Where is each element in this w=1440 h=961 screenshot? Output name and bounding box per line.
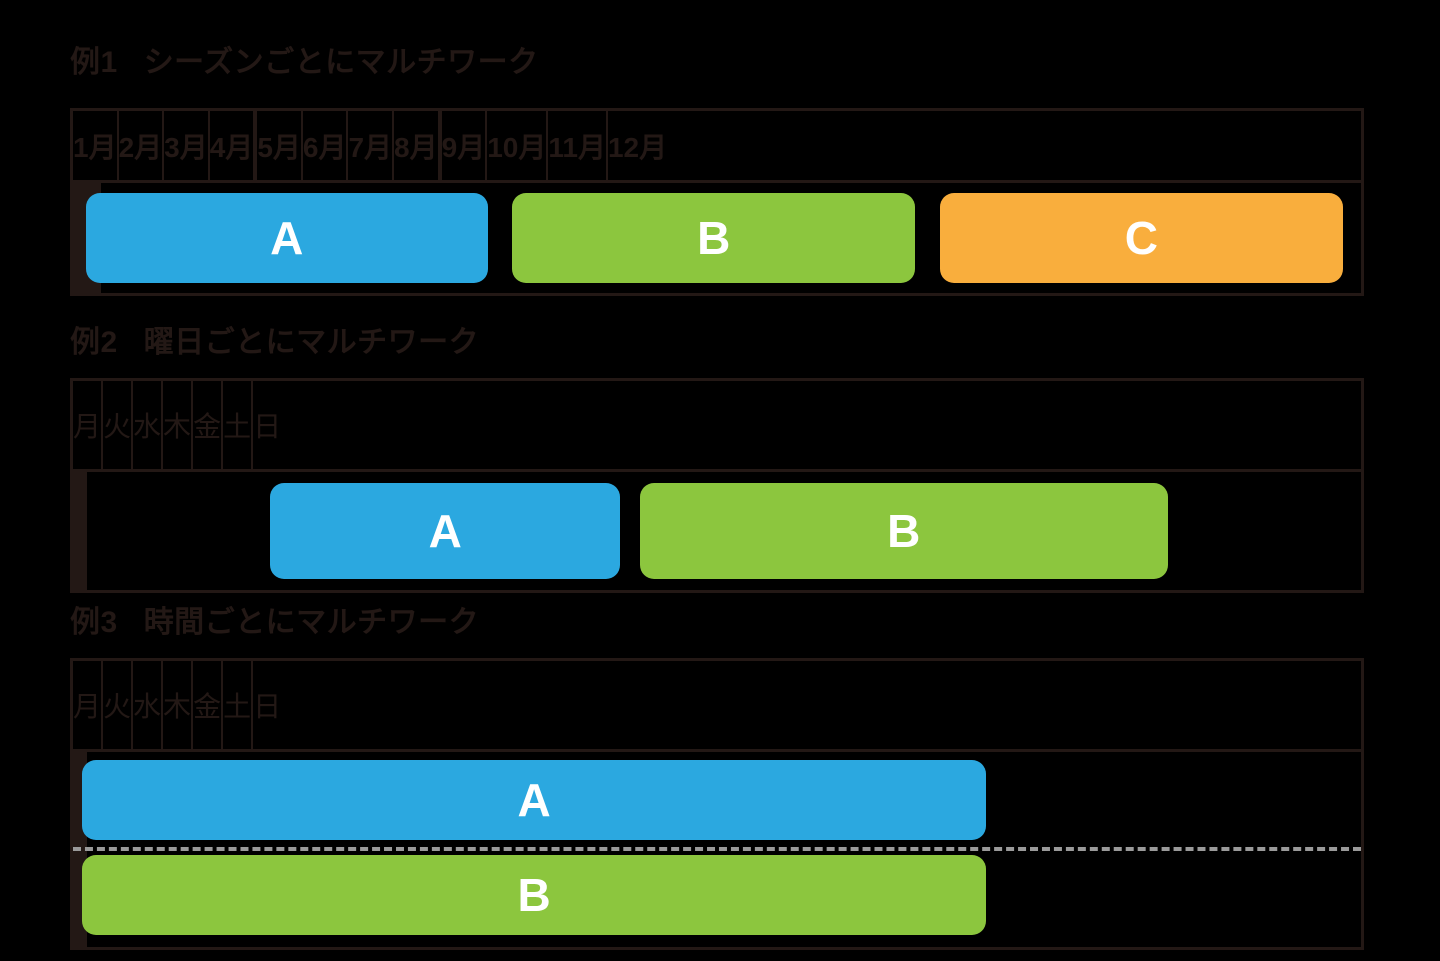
section-1-index: 例1 (70, 46, 118, 79)
header-cell-month-5: 5月 (257, 111, 303, 180)
header-cell-month-8: 8月 (394, 111, 442, 180)
header-cell-day-sun: 日 (253, 411, 282, 442)
time-split-dashed-divider (73, 847, 1361, 851)
section-3-title-text: 時間ごとにマルチワーク (143, 606, 480, 639)
hourly-table: 月 火 水 木 金 土 日 A B (70, 658, 1364, 950)
header-cell-month-6: 6月 (303, 111, 349, 180)
header-cell-month-1: 1月 (73, 111, 119, 180)
body-cell-day-sun (85, 472, 87, 590)
header-cell-day-fri: 金 (193, 381, 224, 469)
body-cell-day-tue (75, 472, 77, 590)
weekday-bars-layer: A B (73, 472, 1361, 590)
header-cell-hour-tue: 火 (103, 661, 134, 749)
section-3-title: 例3 時間ごとにマルチワーク (70, 608, 479, 638)
season-table: 1月 2月 3月 4月 5月 6月 7月 8月 9月 10月 11月 12月 (70, 108, 1364, 296)
body-cell-day-thu (79, 472, 81, 590)
season-bar-b[interactable]: B (512, 193, 916, 283)
body-cell-month-5 (83, 183, 85, 293)
section-1-title: 例1 シーズンごとにマルチワーク (70, 48, 539, 78)
header-cell-month-12: 12月 (607, 131, 668, 163)
header-cell-day-sat: 土 (223, 381, 254, 469)
header-cell-month-3: 3月 (164, 111, 210, 180)
body-cell-month-3 (77, 183, 79, 293)
body-cell-day-sat (83, 472, 85, 590)
body-cell-day-mon (73, 472, 75, 590)
header-cell-day-thu: 木 (163, 381, 194, 469)
hourly-table-body-row: A B (73, 752, 1361, 947)
section-2-title-text: 曜日ごとにマルチワーク (143, 326, 480, 359)
header-cell-day-wed: 水 (133, 381, 164, 469)
weekday-bar-a[interactable]: A (270, 483, 621, 579)
header-cell-hour-mon: 月 (73, 661, 104, 749)
header-cell-month-10: 10月 (487, 111, 549, 180)
body-cell-month-2 (75, 183, 77, 293)
hourly-bars-layer: A B (73, 752, 1361, 947)
section-1-title-text: シーズンごとにマルチワーク (143, 46, 539, 79)
section-2-index: 例2 (70, 326, 118, 359)
hourly-table-header-row: 月 火 水 木 金 土 日 (73, 661, 1361, 752)
header-cell-day-mon: 月 (73, 381, 104, 469)
season-table-header-row: 1月 2月 3月 4月 5月 6月 7月 8月 9月 10月 11月 12月 (73, 111, 1361, 183)
hourly-bar-b[interactable]: B (82, 855, 987, 935)
header-cell-month-7: 7月 (348, 111, 395, 180)
body-cell-month-4 (79, 183, 83, 293)
header-cell-month-9: 9月 (442, 111, 488, 180)
body-cell-month-1 (73, 183, 75, 293)
body-cell-day-wed (77, 472, 79, 590)
header-cell-hour-sat: 土 (223, 661, 254, 749)
header-cell-hour-fri: 金 (193, 661, 224, 749)
header-cell-hour-thu: 木 (163, 661, 194, 749)
weekday-table: 月 火 水 木 金 土 日 A B (70, 378, 1364, 593)
weekday-table-body-row: A B (73, 472, 1361, 590)
hourly-bar-a[interactable]: A (82, 760, 987, 840)
section-2-title: 例2 曜日ごとにマルチワーク (70, 328, 479, 358)
section-3-index: 例3 (70, 606, 118, 639)
header-cell-month-2: 2月 (119, 111, 165, 180)
header-cell-month-4: 4月 (210, 111, 258, 180)
header-cell-day-tue: 火 (103, 381, 134, 469)
header-cell-hour-sun: 日 (253, 691, 282, 722)
season-table-body-row: A B C (73, 183, 1361, 293)
header-cell-hour-wed: 水 (133, 661, 164, 749)
season-bar-a[interactable]: A (85, 193, 488, 283)
header-cell-month-11: 11月 (548, 111, 608, 180)
body-cell-day-fri (81, 472, 83, 590)
season-bars-layer: A B C (73, 183, 1361, 293)
season-bar-c[interactable]: C (939, 193, 1343, 283)
weekday-table-header-row: 月 火 水 木 金 土 日 (73, 381, 1361, 472)
weekday-bar-b[interactable]: B (639, 483, 1168, 579)
